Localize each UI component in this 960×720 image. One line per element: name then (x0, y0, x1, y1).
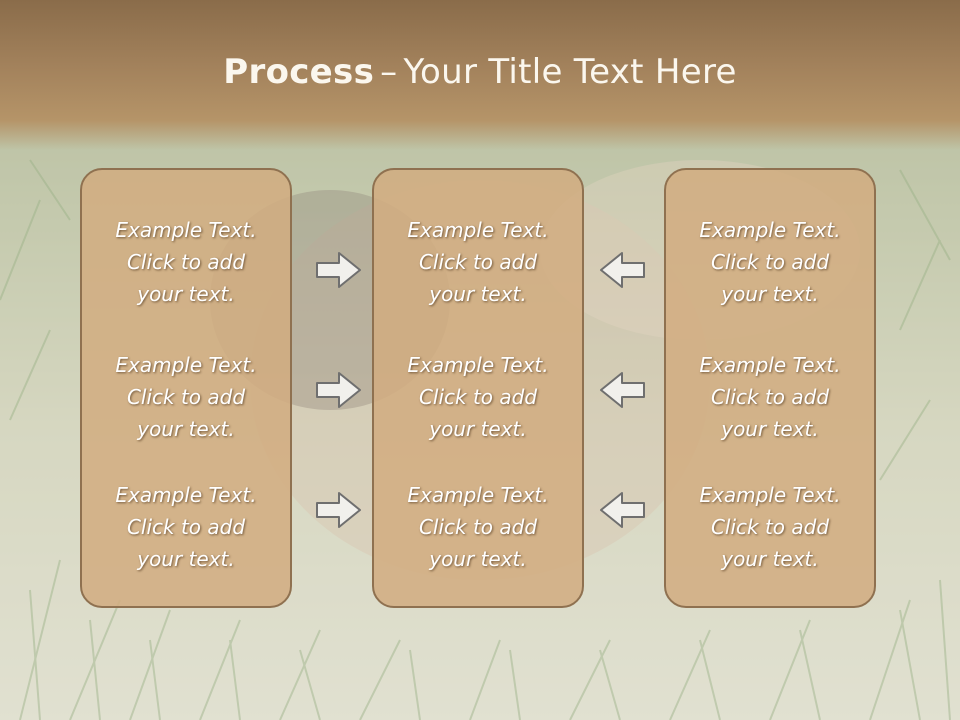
text-placeholder[interactable]: Example Text. Click to add your text. (666, 349, 874, 445)
text-line: your text. (429, 282, 527, 306)
text-line: Click to add (126, 515, 246, 539)
text-line: Example Text. (699, 353, 841, 377)
text-line: your text. (137, 417, 235, 441)
process-box-center[interactable]: Example Text. Click to add your text. Ex… (372, 168, 584, 608)
title-rest: Your Title Text Here (403, 52, 737, 92)
text-line: Click to add (418, 385, 538, 409)
text-line: Example Text. (407, 353, 549, 377)
text-line: your text. (721, 282, 819, 306)
text-line: Click to add (710, 250, 830, 274)
title-separator: – (380, 52, 398, 92)
text-line: Example Text. (407, 218, 549, 242)
text-line: Example Text. (699, 218, 841, 242)
text-placeholder[interactable]: Example Text. Click to add your text. (666, 479, 874, 575)
slide-title[interactable]: Process–Your Title Text Here (0, 52, 960, 92)
right-arrow-icon (316, 252, 361, 288)
text-placeholder[interactable]: Example Text. Click to add your text. (374, 349, 582, 445)
text-placeholder[interactable]: Example Text. Click to add your text. (374, 214, 582, 310)
text-line: your text. (137, 282, 235, 306)
title-bar (0, 0, 960, 150)
title-bold: Process (223, 52, 375, 92)
text-line: your text. (429, 547, 527, 571)
text-line: Click to add (126, 250, 246, 274)
text-line: Click to add (710, 515, 830, 539)
right-arrow-icon (316, 372, 361, 408)
text-line: your text. (137, 547, 235, 571)
text-line: Click to add (710, 385, 830, 409)
text-line: your text. (721, 417, 819, 441)
process-box-right[interactable]: Example Text. Click to add your text. Ex… (664, 168, 876, 608)
text-line: your text. (429, 417, 527, 441)
text-line: your text. (721, 547, 819, 571)
text-line: Example Text. (115, 353, 257, 377)
left-arrow-icon (600, 492, 645, 528)
text-line: Example Text. (115, 483, 257, 507)
process-box-left[interactable]: Example Text. Click to add your text. Ex… (80, 168, 292, 608)
text-line: Click to add (418, 250, 538, 274)
text-placeholder[interactable]: Example Text. Click to add your text. (374, 479, 582, 575)
left-arrow-icon (600, 252, 645, 288)
text-placeholder[interactable]: Example Text. Click to add your text. (82, 214, 290, 310)
text-line: Click to add (126, 385, 246, 409)
right-arrow-icon (316, 492, 361, 528)
text-placeholder[interactable]: Example Text. Click to add your text. (666, 214, 874, 310)
left-arrow-icon (600, 372, 645, 408)
text-line: Click to add (418, 515, 538, 539)
text-line: Example Text. (115, 218, 257, 242)
text-line: Example Text. (699, 483, 841, 507)
text-line: Example Text. (407, 483, 549, 507)
text-placeholder[interactable]: Example Text. Click to add your text. (82, 479, 290, 575)
text-placeholder[interactable]: Example Text. Click to add your text. (82, 349, 290, 445)
